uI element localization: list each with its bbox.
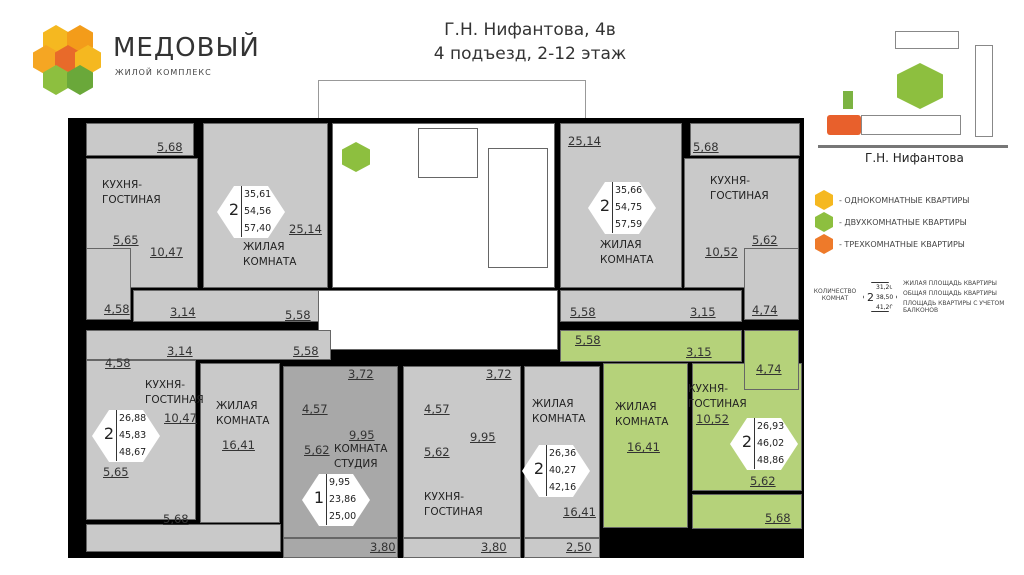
area-corridor: 5,58: [570, 305, 596, 319]
area-bathroom: 4,74: [752, 303, 778, 317]
site-minimap: Г.Н. Нифантова: [815, 25, 1015, 165]
area-balcony: 5,68: [693, 140, 719, 154]
legend-two-room: - ДВУХКОМНАТНЫЕ КВАРТИРЫ: [839, 218, 967, 227]
room-label-studio: КОМНАТА СТУДИЯ: [334, 443, 388, 470]
room-label-kitchen: КУХНЯ-ГОСТИНАЯ: [145, 379, 204, 406]
legend-living-area: ЖИЛАЯ ПЛОЩАДЬ КВАРТИРЫ: [903, 280, 997, 287]
area-living: 25,14: [289, 222, 322, 236]
area-hall: 3,14: [170, 305, 196, 319]
area-living: 25,14: [568, 134, 601, 148]
area-kitchen: 10,47: [150, 245, 183, 259]
area-hall: 3,72: [486, 367, 512, 381]
brand-logo: [33, 25, 101, 95]
area-hall: 3,14: [167, 344, 193, 358]
room-label-living: ЖИЛАЯ КОМНАТА: [532, 398, 586, 425]
area-studio: 9,95: [349, 428, 375, 442]
legend-three-room: - ТРЕХКОМНАТНЫЕ КВАРТИРЫ: [839, 240, 965, 249]
entrance-floors: 4 подъезд, 2-12 этаж: [433, 44, 627, 64]
brand-subtitle: ЖИЛОЙ КОМПЛЕКС: [115, 68, 212, 77]
room-label-kitchen: КУХНЯ-ГОСТИНАЯ: [102, 179, 161, 206]
area-balcony: 3,80: [370, 540, 396, 554]
area-hall: 3,15: [690, 305, 716, 319]
legend-sample-tag: 2 31,20 38,50 41,20: [863, 282, 897, 312]
area-kitchen: 10,47: [164, 411, 197, 425]
arrow-down-icon: [843, 91, 853, 109]
legend-balcony-area: ПЛОЩАДЬ КВАРТИРЫ С УЧЕТОМ БАЛКОНОВ: [903, 300, 1005, 314]
area-kitchen: 10,52: [696, 412, 729, 426]
area-balcony: 2,50: [566, 540, 592, 554]
area-kitchen-zone: 5,65: [113, 233, 139, 247]
area-kitchen: 10,52: [705, 245, 738, 259]
room-label-living: ЖИЛАЯ КОМНАТА: [600, 239, 654, 266]
legend-total-area: ОБЩАЯ ПЛОЩАДЬ КВАРТИРЫ: [903, 290, 997, 297]
minimap-street: Г.Н. Нифантова: [865, 151, 964, 165]
area-bathroom: 4,74: [756, 362, 782, 376]
address-title: Г.Н. Нифантова, 4в: [444, 20, 616, 40]
legend: - ОДНОКОМНАТНЫЕ КВАРТИРЫ - ДВУХКОМНАТНЫЕ…: [813, 190, 1020, 330]
area-balcony: 3,80: [481, 540, 507, 554]
area-bathroom: 4,58: [104, 302, 130, 316]
room-label-kitchen: КУХНЯ-ГОСТИНАЯ: [688, 383, 747, 410]
area-balcony: 5,68: [157, 140, 183, 154]
area-bathroom: 4,57: [302, 402, 328, 416]
area-living: 16,41: [563, 505, 596, 519]
site-marker-icon: [897, 63, 943, 109]
area-corridor: 5,58: [285, 308, 311, 322]
area-bathroom: 4,57: [424, 402, 450, 416]
area-kitchen-zone: 5,62: [752, 233, 778, 247]
area-kitchen-zone: 5,62: [304, 443, 330, 457]
legend-rooms-count: КОЛИЧЕСТВО КОМНАТ: [813, 288, 857, 302]
area-kitchen-zone: 5,65: [103, 465, 129, 479]
area-kitchen: 9,95: [470, 430, 496, 444]
area-kitchen-zone: 5,62: [750, 474, 776, 488]
area-living: 16,41: [627, 440, 660, 454]
room-label-living: ЖИЛАЯ КОМНАТА: [615, 401, 669, 428]
room-label-living: ЖИЛАЯ КОМНАТА: [216, 400, 270, 427]
area-corridor: 5,58: [575, 333, 601, 347]
current-section: [827, 115, 861, 135]
room-label-kitchen: КУХНЯ-ГОСТИНАЯ: [424, 491, 483, 518]
floor-plan: [68, 118, 804, 558]
brand-name: МЕДОВЫЙ: [113, 33, 260, 63]
area-bathroom: 4,58: [105, 356, 131, 370]
legend-one-room: - ОДНОКОМНАТНЫЕ КВАРТИРЫ: [839, 196, 970, 205]
area-hall: 3,15: [686, 345, 712, 359]
area-living: 16,41: [222, 438, 255, 452]
entrance-canopy: [318, 80, 586, 120]
room-label-kitchen: КУХНЯ-ГОСТИНАЯ: [710, 175, 769, 202]
area-balcony: 5,68: [163, 512, 189, 526]
area-hall: 3,72: [348, 367, 374, 381]
area-kitchen-zone: 5,62: [424, 445, 450, 459]
area-corridor: 5,58: [293, 344, 319, 358]
area-balcony: 5,68: [765, 511, 791, 525]
room-label-living: ЖИЛАЯ КОМНАТА: [243, 241, 297, 268]
